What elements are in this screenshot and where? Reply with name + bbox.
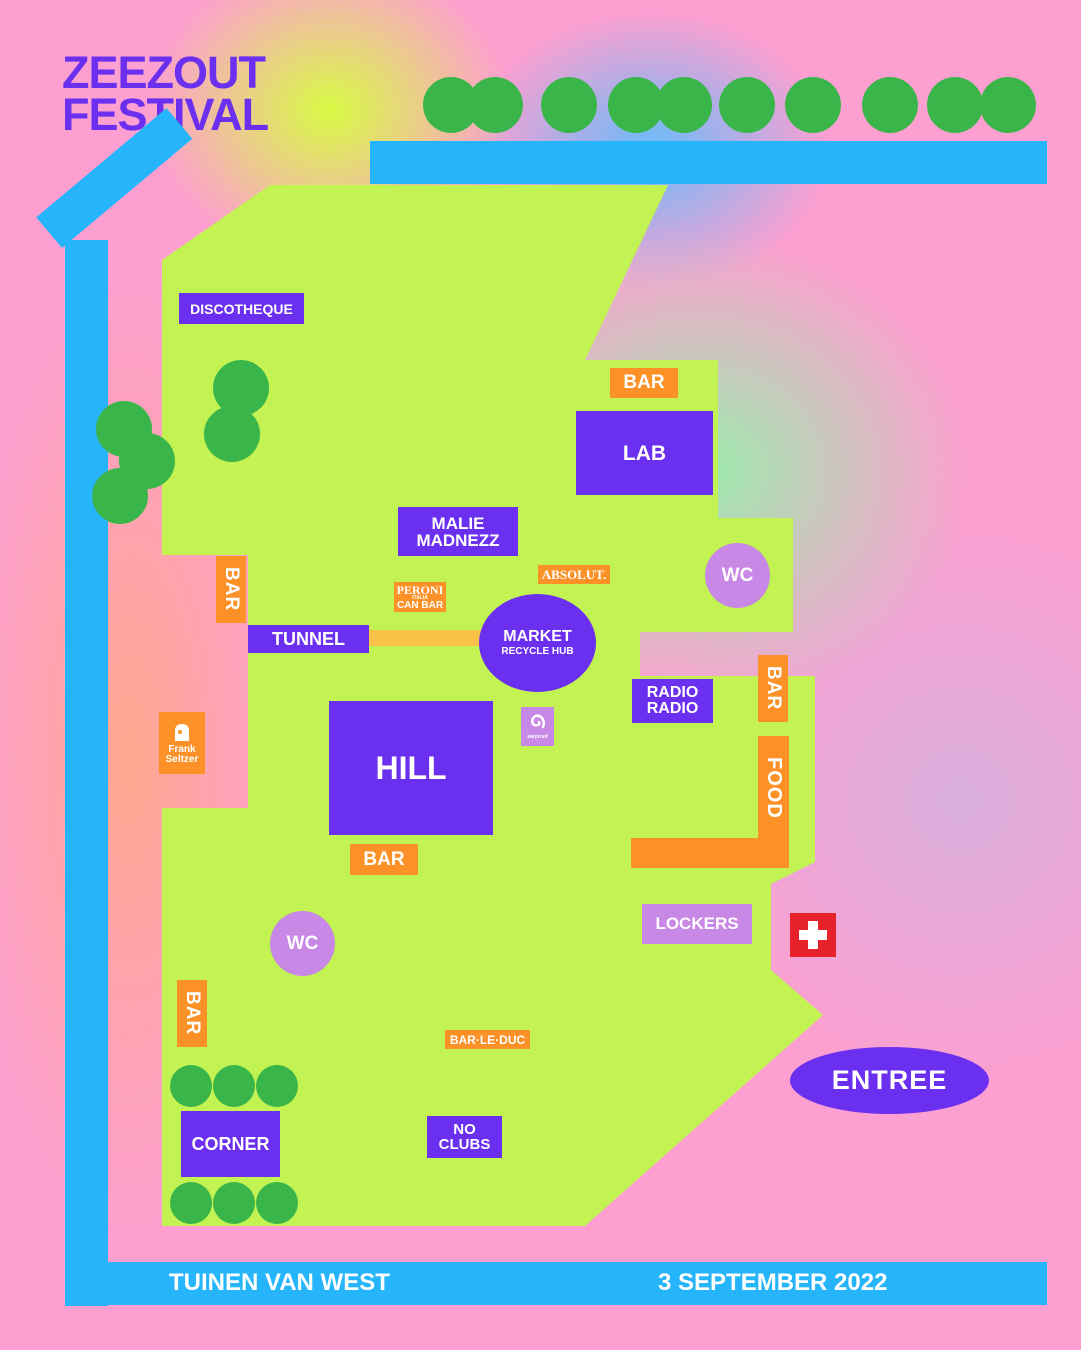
tree bbox=[980, 77, 1036, 133]
tree bbox=[467, 77, 523, 133]
bar-corner[interactable]: BAR bbox=[177, 980, 207, 1047]
peroni-can-bar-label: CAN BAR bbox=[396, 599, 444, 611]
sponsor-absolut[interactable]: ABSOLUT. bbox=[538, 565, 610, 584]
frank-label-2: Seltzer bbox=[165, 754, 199, 765]
tree bbox=[170, 1065, 212, 1107]
stage-no-clubs-label-1: NO bbox=[453, 1121, 476, 1138]
stage-discotheque[interactable]: DISCOTHEQUE bbox=[179, 293, 304, 324]
entrance[interactable]: ENTREE bbox=[790, 1047, 989, 1114]
wc-label: WC bbox=[721, 564, 754, 586]
stage-radio-label-1: RADIO bbox=[646, 684, 699, 701]
stage-hill-label: HILL bbox=[375, 750, 447, 786]
stage-radio-label-2: RADIO bbox=[646, 700, 699, 717]
sponsor-frank-seltzer[interactable]: Frank Seltzer bbox=[159, 712, 205, 774]
stage-market-label: MARKET bbox=[503, 628, 572, 645]
sponsor-earproof[interactable]: earproof bbox=[521, 707, 554, 746]
event-date: 3 SEPTEMBER 2022 bbox=[658, 1269, 888, 1296]
tree bbox=[719, 77, 775, 133]
tree bbox=[927, 77, 983, 133]
canal-left bbox=[65, 240, 108, 1306]
stage-malie-madnezz[interactable]: MALIE MADNEZZ bbox=[398, 507, 518, 556]
bar-right[interactable]: BAR bbox=[758, 655, 788, 722]
stage-radio-radio[interactable]: RADIO RADIO bbox=[632, 679, 713, 723]
lockers[interactable]: LOCKERS bbox=[642, 904, 752, 944]
wc-top[interactable]: WC bbox=[705, 543, 770, 608]
stage-lab-label: LAB bbox=[622, 441, 667, 465]
peroni-sublabel: ITALIA bbox=[412, 594, 428, 601]
stage-lab[interactable]: LAB bbox=[576, 411, 713, 495]
wc-bottom[interactable]: WC bbox=[270, 911, 335, 976]
bar-label: BAR bbox=[182, 991, 203, 1036]
entrance-label: ENTREE bbox=[831, 1065, 948, 1095]
stage-tunnel[interactable]: TUNNEL bbox=[248, 625, 369, 653]
first-aid-cross-icon[interactable] bbox=[790, 913, 836, 957]
tree bbox=[656, 77, 712, 133]
stage-malie-label-1: MALIE bbox=[431, 513, 485, 533]
canal-bottom bbox=[108, 1262, 1047, 1305]
tree bbox=[256, 1065, 298, 1107]
absolut-label: ABSOLUT. bbox=[541, 567, 607, 582]
stage-discotheque-label: DISCOTHEQUE bbox=[190, 300, 293, 317]
bar-le-duc-label: BAR·LE·DUC bbox=[449, 1032, 526, 1047]
tree bbox=[256, 1182, 298, 1224]
first-aid-cross-horizontal bbox=[799, 930, 827, 940]
tunnel-path bbox=[368, 630, 483, 646]
tree bbox=[608, 77, 664, 133]
stage-no-clubs-label-2: CLUBS bbox=[438, 1136, 491, 1153]
stage-market[interactable]: MARKET RECYCLE HUB bbox=[479, 594, 596, 692]
festival-logo: ZEEZOUT FESTIVAL bbox=[62, 47, 269, 137]
sponsor-bar-le-duc[interactable]: BAR·LE·DUC bbox=[445, 1030, 530, 1049]
wc-label: WC bbox=[286, 932, 319, 954]
sponsor-peroni-can-bar[interactable]: PERONI ITALIA CAN BAR bbox=[394, 582, 446, 612]
stage-no-clubs[interactable]: NO CLUBS bbox=[427, 1116, 502, 1158]
bar-top[interactable]: BAR bbox=[610, 368, 678, 398]
bar-label: BAR bbox=[623, 372, 665, 393]
earproof-label: earproof bbox=[527, 733, 548, 740]
bar-label: BAR bbox=[221, 567, 242, 612]
tree bbox=[541, 77, 597, 133]
tree bbox=[862, 77, 918, 133]
stage-market-sublabel: RECYCLE HUB bbox=[501, 646, 574, 657]
stage-malie-label-2: MADNEZZ bbox=[416, 530, 500, 550]
bar-label: BAR bbox=[363, 848, 405, 870]
bar-hill[interactable]: BAR bbox=[350, 844, 418, 875]
stage-corner[interactable]: CORNER bbox=[181, 1111, 280, 1177]
tree bbox=[213, 1182, 255, 1224]
tree bbox=[204, 406, 260, 462]
frank-label-1: Frank bbox=[168, 744, 196, 755]
lockers-label: LOCKERS bbox=[655, 914, 739, 933]
bar-left[interactable]: BAR bbox=[216, 556, 246, 623]
venue-name: TUINEN VAN WEST bbox=[169, 1269, 390, 1296]
earproof-ear-icon bbox=[530, 713, 545, 728]
peroni-label: PERONI bbox=[396, 582, 444, 597]
stage-corner-label: CORNER bbox=[191, 1134, 270, 1154]
canal-top bbox=[370, 141, 1047, 184]
food-court-bottom bbox=[631, 838, 789, 868]
frank-seltzer-logo-icon bbox=[175, 724, 189, 741]
stage-hill[interactable]: HILL bbox=[329, 701, 493, 835]
stage-tunnel-label: TUNNEL bbox=[272, 629, 345, 649]
tree bbox=[785, 77, 841, 133]
tree bbox=[170, 1182, 212, 1224]
food-label: FOOD bbox=[763, 756, 785, 819]
logo-line-1: ZEEZOUT bbox=[62, 47, 266, 98]
tree bbox=[213, 1065, 255, 1107]
tree bbox=[92, 468, 148, 524]
bar-label: BAR bbox=[763, 666, 784, 711]
food-court[interactable]: FOOD bbox=[758, 736, 789, 839]
